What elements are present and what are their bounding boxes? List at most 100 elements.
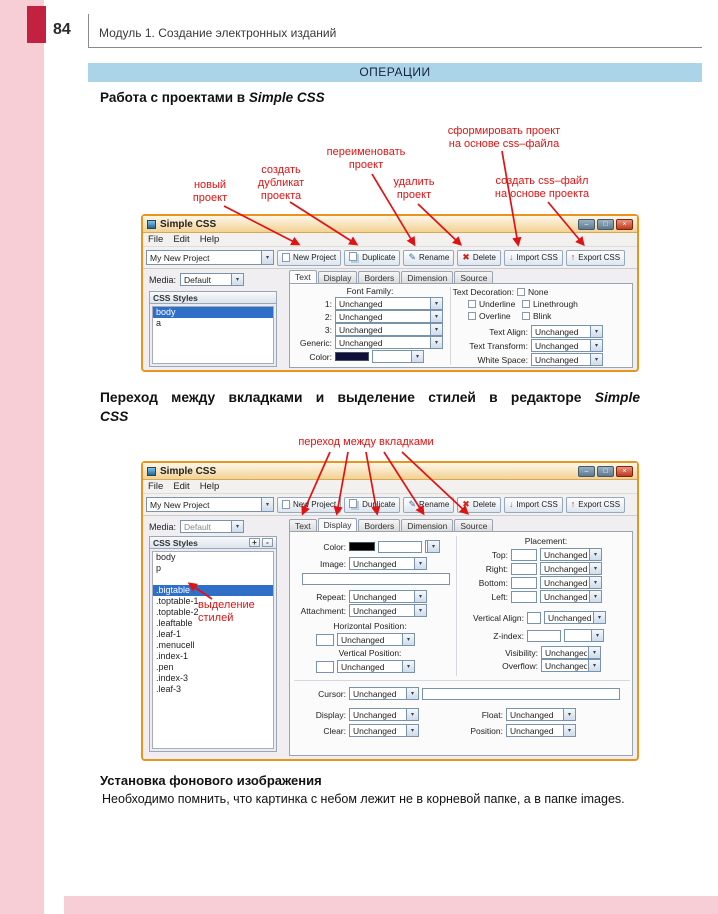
style-item[interactable]: .pen bbox=[156, 662, 174, 672]
font-3-select[interactable]: Unchanged▾ bbox=[335, 323, 443, 336]
attachment-select[interactable]: Unchanged▾ bbox=[349, 604, 427, 617]
position-select[interactable]: Unchanged▾ bbox=[506, 724, 576, 737]
style-item[interactable]: .index-1 bbox=[156, 651, 189, 661]
project-select[interactable]: My New Project▾ bbox=[146, 250, 274, 265]
white-space-select[interactable]: Unchanged▾ bbox=[531, 353, 603, 366]
menu-help[interactable]: Help bbox=[199, 481, 220, 492]
style-item[interactable]: .leaf-1 bbox=[156, 629, 182, 639]
maximize-button[interactable]: □ bbox=[597, 465, 614, 477]
display-select[interactable]: Unchanged▾ bbox=[349, 708, 419, 721]
right-field[interactable] bbox=[511, 562, 537, 575]
horizontal-position-field[interactable] bbox=[316, 633, 334, 646]
bottom-field[interactable] bbox=[511, 576, 537, 589]
style-item[interactable] bbox=[153, 574, 273, 585]
style-item[interactable]: .toptable-1 bbox=[156, 596, 199, 606]
vertical-position-field[interactable] bbox=[316, 660, 334, 673]
generic-select[interactable]: Unchanged▾ bbox=[335, 336, 443, 349]
minimize-button[interactable]: – bbox=[578, 465, 595, 477]
overline-checkbox[interactable] bbox=[468, 312, 476, 320]
z-index-select[interactable]: ▾ bbox=[564, 629, 604, 642]
overflow-select[interactable]: Unchanged▾ bbox=[541, 659, 601, 672]
left-select[interactable]: Unchanged▾ bbox=[540, 590, 602, 603]
menu-help[interactable]: Help bbox=[199, 234, 220, 245]
bg-color-dropdown-button[interactable]: ▾ bbox=[425, 540, 440, 553]
style-item[interactable]: .leaftable bbox=[156, 618, 193, 628]
style-item-selected[interactable]: .bigtable bbox=[153, 585, 273, 596]
tab-source[interactable]: Source bbox=[454, 271, 494, 283]
bg-color-field[interactable] bbox=[378, 540, 422, 553]
rename-button[interactable]: ✎Rename bbox=[403, 249, 455, 266]
menu-file[interactable]: File bbox=[148, 481, 164, 492]
linethrough-checkbox[interactable] bbox=[522, 300, 530, 308]
vertical-align-select[interactable]: Unchanged▾ bbox=[544, 611, 606, 624]
new-project-button[interactable]: New Project bbox=[277, 249, 342, 266]
style-item[interactable]: body bbox=[156, 552, 176, 562]
blink-checkbox[interactable] bbox=[522, 312, 530, 320]
cursor-select[interactable]: Unchanged▾ bbox=[349, 687, 419, 700]
delete-button[interactable]: ✖Delete bbox=[457, 496, 501, 513]
window-titlebar[interactable]: Simple CSS – □ × bbox=[143, 216, 637, 233]
clear-select[interactable]: Unchanged▾ bbox=[349, 724, 419, 737]
window-titlebar[interactable]: Simple CSS – □ × bbox=[143, 463, 637, 480]
tab-display[interactable]: Display bbox=[317, 518, 358, 531]
horizontal-position-select[interactable]: Unchanged▾ bbox=[337, 633, 415, 646]
close-button[interactable]: × bbox=[616, 218, 633, 230]
text-align-select[interactable]: Unchanged▾ bbox=[531, 325, 603, 338]
text-color-swatch[interactable] bbox=[335, 352, 369, 361]
style-item[interactable]: a bbox=[156, 318, 162, 328]
menu-file[interactable]: File bbox=[148, 234, 164, 245]
media-select[interactable]: Default▾ bbox=[180, 520, 245, 533]
image-select[interactable]: Unchanged▾ bbox=[349, 557, 427, 570]
repeat-select[interactable]: Unchanged▾ bbox=[349, 590, 427, 603]
minimize-button[interactable]: – bbox=[578, 218, 595, 230]
none-checkbox[interactable] bbox=[517, 288, 525, 296]
tab-text[interactable]: Text bbox=[289, 270, 317, 283]
export-css-button[interactable]: ↑Export CSS bbox=[565, 496, 626, 513]
tab-display[interactable]: Display bbox=[317, 271, 358, 283]
duplicate-button[interactable]: Duplicate bbox=[344, 496, 401, 513]
cursor-field[interactable] bbox=[422, 687, 620, 700]
style-item[interactable]: .toptable-2 bbox=[156, 607, 199, 617]
menu-edit[interactable]: Edit bbox=[173, 481, 190, 492]
style-item[interactable]: .menucell bbox=[156, 640, 195, 650]
float-select[interactable]: Unchanged▾ bbox=[506, 708, 576, 721]
top-field[interactable] bbox=[511, 548, 537, 561]
style-item[interactable]: .leaf-3 bbox=[156, 684, 182, 694]
import-css-button[interactable]: ↓Import CSS bbox=[503, 249, 563, 266]
vertical-align-field[interactable] bbox=[527, 611, 541, 624]
project-select[interactable]: My New Project▾ bbox=[146, 497, 274, 512]
font-2-select[interactable]: Unchanged▾ bbox=[335, 310, 443, 323]
tab-dimension[interactable]: Dimension bbox=[401, 271, 454, 283]
import-css-button[interactable]: ↓Import CSS bbox=[503, 496, 563, 513]
delete-button[interactable]: ✖Delete bbox=[457, 249, 501, 266]
close-button[interactable]: × bbox=[616, 465, 633, 477]
tab-borders[interactable]: Borders bbox=[358, 519, 401, 531]
z-index-field[interactable] bbox=[527, 629, 561, 642]
style-item[interactable]: .index-3 bbox=[156, 673, 189, 683]
add-style-button[interactable]: + bbox=[249, 538, 260, 547]
tab-source[interactable]: Source bbox=[454, 519, 494, 531]
tab-text[interactable]: Text bbox=[289, 519, 317, 531]
duplicate-button[interactable]: Duplicate bbox=[344, 249, 401, 266]
menu-edit[interactable]: Edit bbox=[173, 234, 190, 245]
maximize-button[interactable]: □ bbox=[597, 218, 614, 230]
right-select[interactable]: Unchanged▾ bbox=[540, 562, 602, 575]
bottom-select[interactable]: Unchanged▾ bbox=[540, 576, 602, 589]
bg-color-swatch[interactable] bbox=[349, 542, 375, 551]
top-select[interactable]: Unchanged▾ bbox=[540, 548, 602, 561]
tab-dimension[interactable]: Dimension bbox=[401, 519, 454, 531]
rename-button[interactable]: ✎Rename bbox=[403, 496, 455, 513]
remove-style-button[interactable]: - bbox=[262, 538, 273, 547]
left-field[interactable] bbox=[511, 590, 537, 603]
style-item[interactable]: p bbox=[156, 563, 162, 573]
text-transform-select[interactable]: Unchanged▾ bbox=[531, 339, 603, 352]
color-select[interactable]: ▾ bbox=[372, 350, 424, 363]
export-css-button[interactable]: ↑Export CSS bbox=[565, 249, 626, 266]
new-project-button[interactable]: New Project bbox=[277, 496, 342, 513]
image-url-field[interactable] bbox=[302, 573, 450, 585]
underline-checkbox[interactable] bbox=[468, 300, 476, 308]
vertical-position-select[interactable]: Unchanged▾ bbox=[337, 660, 415, 673]
tab-borders[interactable]: Borders bbox=[358, 271, 401, 283]
style-item[interactable]: body bbox=[153, 307, 273, 318]
font-1-select[interactable]: Unchanged▾ bbox=[335, 297, 443, 310]
